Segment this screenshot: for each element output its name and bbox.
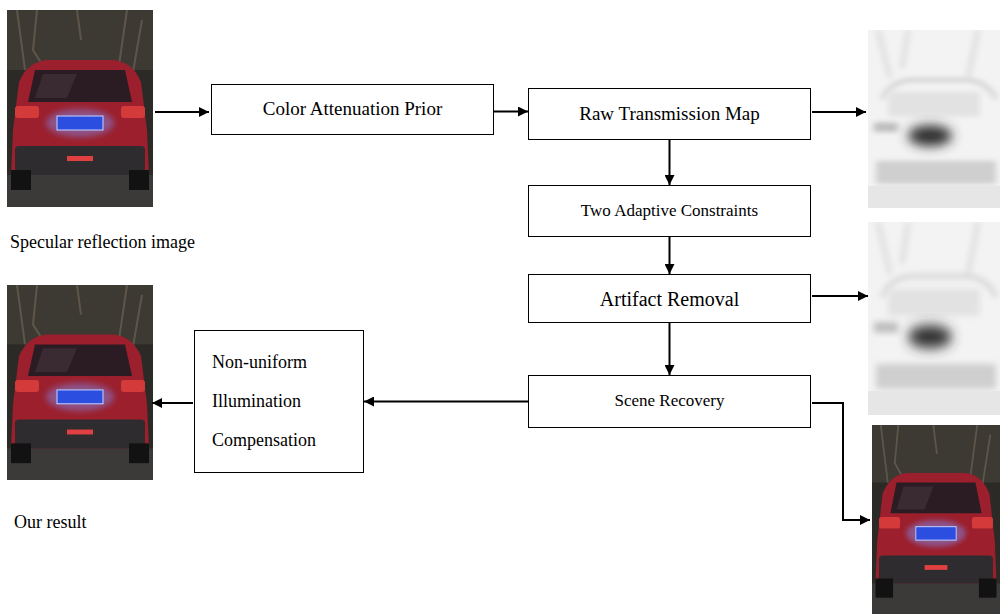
process-box: Non-uniform Illumination Compensation [194,330,364,473]
process-box: Color Attenuation Prior [211,84,494,135]
box-label: Raw Transmission Map [579,103,760,126]
recovered-photo [872,425,1000,614]
process-box: Two Adaptive Constraints [528,185,811,237]
refined-transmission-image [868,222,1000,415]
flow-arrow [364,401,528,403]
flow-arrow [669,237,671,274]
output-arrow [812,111,866,113]
flow-arrow [494,111,528,113]
raw-transmission-image [868,30,1000,208]
process-box: Scene Recovery [528,375,811,428]
box-label: Color Attenuation Prior [263,98,442,121]
box-label: Scene Recovery [615,391,725,411]
image-caption: Our result [14,512,86,534]
output-arrow [812,403,870,520]
output-arrow [152,402,193,404]
input-photo [7,10,153,207]
process-box: Raw Transmission Map [528,88,811,140]
output-arrow [812,295,868,297]
box-label: Non-uniform Illumination Compensation [212,343,342,460]
image-caption: Specular reflection image [10,232,195,254]
flow-arrow [669,323,671,375]
box-label: Artifact Removal [600,287,739,311]
input-arrow [155,111,209,113]
box-label: Two Adaptive Constraints [581,201,758,221]
process-box: Artifact Removal [528,274,811,323]
flow-arrow [669,140,671,185]
result-photo [7,285,153,480]
